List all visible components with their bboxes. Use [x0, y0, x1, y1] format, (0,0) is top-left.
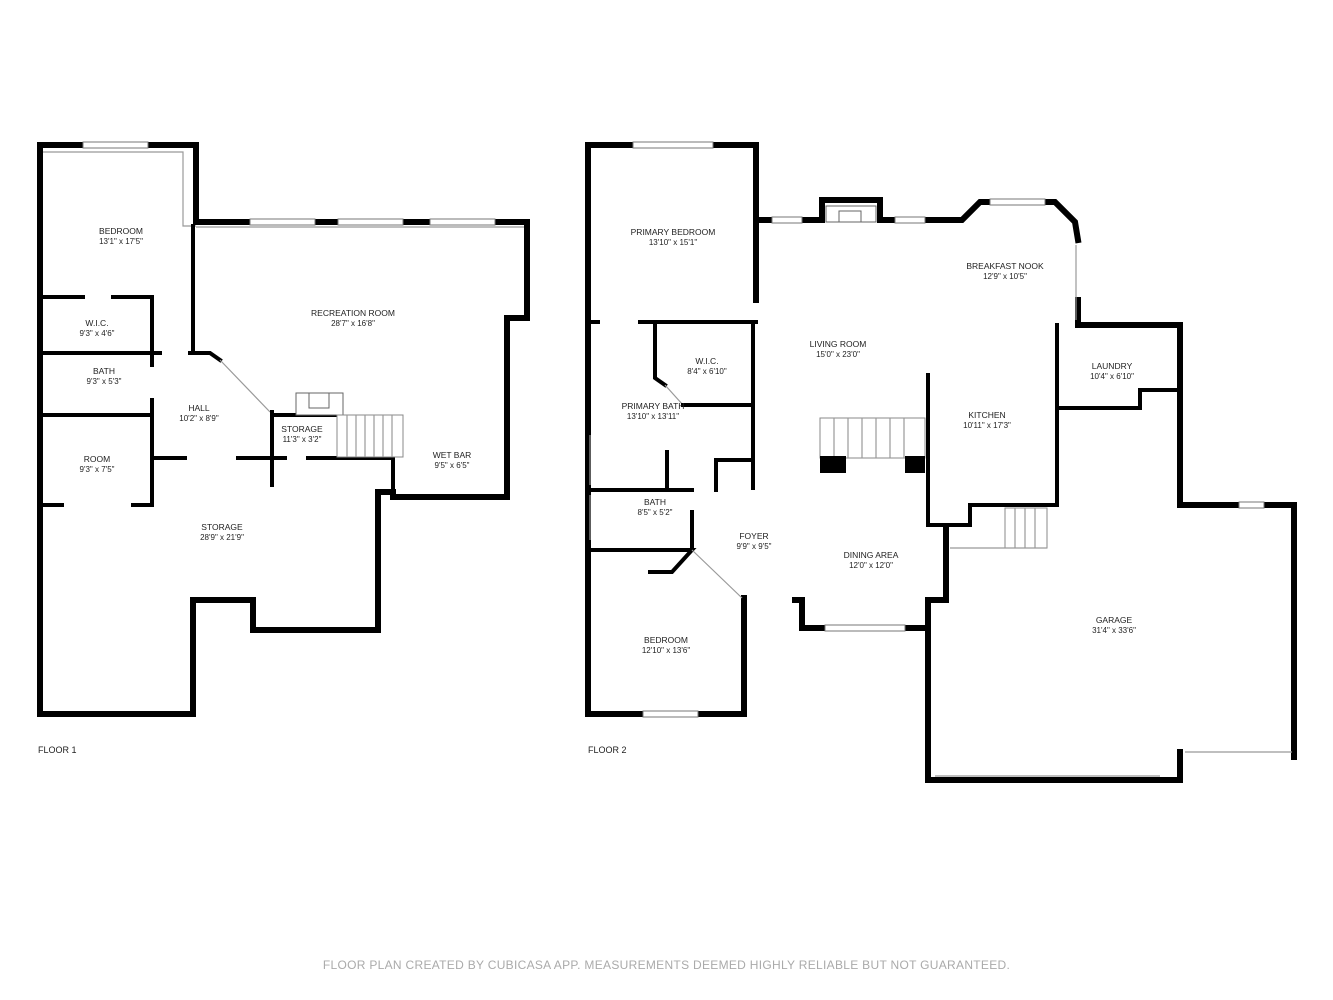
room-name: STORAGE	[281, 424, 323, 434]
disclaimer-footer: FLOOR PLAN CREATED BY CUBICASA APP. MEAS…	[322, 958, 1011, 972]
floor-1-label: FLOOR 1	[38, 745, 77, 755]
room-dims: 8'5" x 5'2"	[638, 508, 673, 517]
room-dims: 9'9" x 9'5"	[737, 542, 772, 551]
floor-2-plan: PRIMARY BEDROOM 13'10" x 15'1" BREAKFAST…	[585, 141, 1297, 783]
floor-1-stairs	[336, 414, 404, 458]
room-name: BREAKFAST NOOK	[966, 261, 1044, 271]
room-name: W.I.C.	[85, 318, 108, 328]
room-dims: 8'4" x 6'10"	[687, 367, 727, 376]
floor-2-fireplace	[825, 205, 877, 223]
room-dims: 11'3" x 3'2"	[283, 435, 322, 444]
room-name: W.I.C.	[695, 356, 718, 366]
room-name: LIVING ROOM	[810, 339, 867, 349]
room-name: DINING AREA	[844, 550, 899, 560]
room-name: BEDROOM	[644, 635, 688, 645]
floor-2-windows	[589, 141, 1292, 777]
room-dims: 28'7" x 16'8"	[331, 319, 375, 328]
room-dims: 15'0" x 23'0"	[816, 350, 860, 359]
room-dims: 10'4" x 6'10"	[1090, 372, 1134, 381]
room-dims: 9'3" x 5'3"	[87, 377, 122, 386]
floor-2-label: FLOOR 2	[588, 745, 627, 755]
floor-1-fireplace	[295, 392, 344, 416]
room-dims: 10'11" x 17'3"	[963, 421, 1011, 430]
room-dims: 31'4" x 33'6"	[1092, 626, 1136, 635]
room-dims: 9'3" x 4'6"	[80, 329, 115, 338]
room-dims: 12'0" x 12'0"	[849, 561, 893, 570]
room-name: BATH	[644, 497, 666, 507]
floor-1-windows	[82, 141, 496, 226]
room-dims: 28'9" x 21'9"	[200, 533, 244, 542]
room-name: BEDROOM	[99, 226, 143, 236]
room-name: STORAGE	[201, 522, 243, 532]
room-name: WET BAR	[433, 450, 472, 460]
room-dims: 13'10" x 13'11"	[627, 412, 679, 421]
room-dims: 13'1" x 17'5"	[99, 237, 143, 246]
room-dims: 10'2" x 8'9"	[179, 414, 219, 423]
room-name: HALL	[188, 403, 210, 413]
floor-2-interior-walls	[586, 320, 930, 599]
floor-1-interior-walls	[38, 224, 395, 507]
room-name: PRIMARY BATH	[622, 401, 685, 411]
floor-1-room-labels: BEDROOM 13'1" x 17'5" RECREATION ROOM 28…	[80, 226, 472, 542]
floor-2-room-labels: PRIMARY BEDROOM 13'10" x 15'1" BREAKFAST…	[622, 227, 1137, 655]
floor-1-plan: BEDROOM 13'1" x 17'5" RECREATION ROOM 28…	[37, 141, 530, 755]
room-dims: 9'5" x 6'5"	[435, 461, 470, 470]
room-name: ROOM	[84, 454, 110, 464]
floor-2-stairs	[819, 417, 1048, 549]
room-dims: 12'9" x 10'5"	[983, 272, 1027, 281]
room-dims: 13'10" x 15'1"	[649, 238, 697, 247]
room-name: PRIMARY BEDROOM	[631, 227, 716, 237]
room-dims: 12'10" x 13'6"	[642, 646, 690, 655]
room-name: KITCHEN	[968, 410, 1005, 420]
room-name: GARAGE	[1096, 615, 1133, 625]
floor-1-exterior-walls	[37, 142, 530, 717]
room-name: RECREATION ROOM	[311, 308, 395, 318]
room-name: LAUNDRY	[1092, 361, 1133, 371]
room-name: FOYER	[739, 531, 768, 541]
room-dims: 9'3" x 7'5"	[80, 465, 115, 474]
room-name: BATH	[93, 366, 115, 376]
